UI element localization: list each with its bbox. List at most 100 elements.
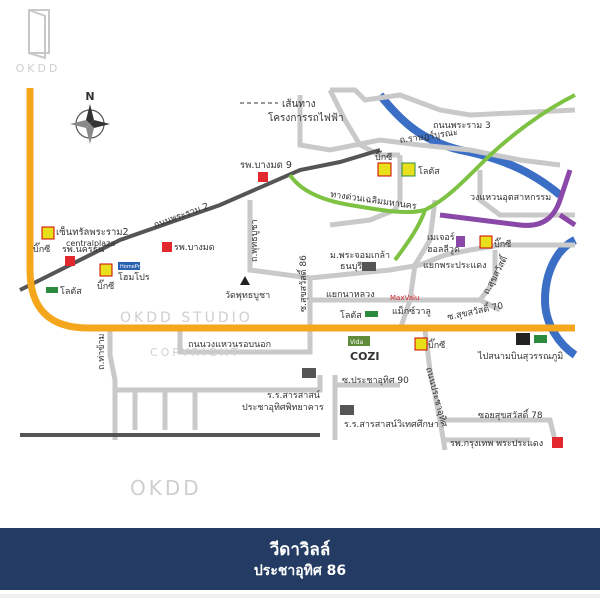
bigc-bottom-icon xyxy=(414,337,428,351)
road-lower-horizontal xyxy=(115,375,323,393)
okdd-logo-door-icon xyxy=(28,9,50,54)
road-connector-b xyxy=(327,88,400,158)
place-central-logo: centralplaza xyxy=(66,239,115,248)
watermark-sub: COPYRIGHT xyxy=(150,346,241,359)
road-outer-ring-line xyxy=(477,170,575,218)
road-sukhumvit-line xyxy=(478,250,498,302)
compass-needle-e xyxy=(90,120,110,128)
place-homepro-logo: HomePro xyxy=(120,264,143,270)
road-label-sukhumvit78: ซอยสุขสวัสดิ์ 78 xyxy=(478,408,543,421)
bigc-mid-icon xyxy=(99,263,113,277)
airport-exit-icon xyxy=(534,335,547,343)
road-label-ring-inner: ถนนวงแหวนรอบนอก xyxy=(188,340,271,350)
okdd-logo-door-panel xyxy=(28,9,46,60)
road-mid-horizontal xyxy=(309,242,575,281)
legend-rail-line2: โครงการรถไฟฟ้า xyxy=(268,111,344,124)
airport-icon xyxy=(516,333,530,345)
road-main-orange xyxy=(26,88,575,332)
road-pracha-upper xyxy=(397,199,438,331)
place-bangkok-hosp: รพ.กรุงเทพ พระประแดง xyxy=(450,439,543,449)
okdd-logo-text: OKDD xyxy=(16,62,61,75)
road-label-puttabucha: ถ.พุทธบูชา xyxy=(250,219,260,262)
compass-needle-n xyxy=(86,104,94,124)
place-mega2: ฮอลลีวูด xyxy=(427,244,460,255)
road-label-tachang: ถ.ท่าข้าม xyxy=(96,333,107,370)
place-bigc-bottom: บิ๊กซี xyxy=(428,338,445,351)
hospital-bangkok-icon xyxy=(552,437,563,448)
school-sarasas2-icon xyxy=(340,405,354,415)
hospital-bangmod-icon xyxy=(162,242,172,252)
lotus-mid-icon xyxy=(365,311,378,317)
compass-needle-w xyxy=(70,120,90,128)
place-school1a: ร.ร.สารสาสน์ xyxy=(267,389,320,401)
place-maxvalu-logo: MaxValu xyxy=(390,294,419,302)
bigc-right-icon xyxy=(479,235,493,249)
road-outer-ring-purple xyxy=(439,169,573,228)
place-kmutt2: ธนบุรี xyxy=(340,261,362,272)
place-airport: ไปสนามบินสุวรรณภูมิ xyxy=(477,351,563,362)
major-cineplex-icon xyxy=(456,236,465,247)
place-kmutt1: ม.พระจอมเกล้า xyxy=(330,250,390,261)
project-vida-logo-icon xyxy=(348,336,370,346)
river-right xyxy=(540,236,578,359)
compass-icon: N xyxy=(70,90,110,144)
place-lotus-mid: โลตัส xyxy=(340,310,362,321)
place-mega1: เมเจอร์ xyxy=(427,231,455,243)
place-school1b: ประชาอุทิศพิทยาคาร xyxy=(242,402,324,413)
place-maxvalu: แม็กซ์วาลู xyxy=(392,304,431,317)
watermark-logo-bottom: OKDD xyxy=(130,476,202,500)
road-sukhumvit70-line xyxy=(310,297,502,313)
place-project-logo: COZI xyxy=(350,350,380,363)
road-label-rama3: ถนนพระราม 3 xyxy=(433,121,491,131)
okdd-logo: OKDD xyxy=(16,9,61,75)
place-wat: วัดพุทธบูชา xyxy=(225,291,270,301)
lotus-top-icon xyxy=(401,162,416,177)
road-puttabucha-line xyxy=(247,200,313,330)
school-kmutt-icon xyxy=(362,262,376,271)
watermark-text: OKDD STUDIO xyxy=(120,310,253,326)
road-label-pracha-uthit: ถนนประชาอุทิศ xyxy=(423,366,450,428)
bigc-left-icon xyxy=(41,226,55,240)
bigc-top-icon xyxy=(377,162,392,177)
road-ring-inner-line xyxy=(177,330,313,355)
road-tachang-line xyxy=(107,330,118,440)
road-label-rama2: ถนนพระราม 2 xyxy=(153,202,211,231)
compass-north-label: N xyxy=(85,90,94,103)
compass-needle-s xyxy=(86,124,94,144)
road-rama3-line xyxy=(330,87,576,118)
road-label-outer-ring: วงแหวนอุตสาหกรรม xyxy=(470,193,551,203)
place-bangmod: รพ.บางมด xyxy=(174,243,215,253)
homepro-logo-icon xyxy=(118,262,140,270)
project-subtitle: ประชาอุทิศ 86 xyxy=(253,563,347,579)
bottom-divider xyxy=(0,594,600,598)
lotus-left-icon xyxy=(46,287,58,293)
project-title: วีดาวิลล์ xyxy=(269,540,331,560)
place-bangmod9: รพ.บางมด 9 xyxy=(240,160,292,171)
road-rama2 xyxy=(19,148,381,292)
place-lotus-left: โลตัส xyxy=(60,286,82,297)
place-homepro: โฮมโปร xyxy=(118,272,150,283)
place-bigc-top: บิ๊กซี xyxy=(375,150,392,163)
road-label-sukhumvit86: ซ.สุขสวัสดิ์ 86 xyxy=(296,255,309,312)
place-lotus-top: โลตัส xyxy=(418,166,440,177)
place-project-logo-top: Vida xyxy=(350,339,363,346)
road-expressway-green xyxy=(288,93,576,215)
place-bigc-left: บิ๊กซี xyxy=(33,242,50,255)
road-ratburana-line xyxy=(297,95,561,168)
place-school2: ร.ร.สารสาสน์วิเทศศึกษา xyxy=(344,418,439,430)
road-label-pracha90: ซ.ประชาอุทิศ 90 xyxy=(342,375,409,386)
road-expressway-green-branch xyxy=(393,209,427,262)
footer-banner xyxy=(0,528,600,590)
place-bigc-mid: บิ๊กซี xyxy=(97,279,114,292)
road-outer-ring-purple-spur xyxy=(558,212,577,228)
temple-icon xyxy=(240,276,250,285)
road-label-yaek-prasaeng: แยกพระประแดง xyxy=(423,261,487,271)
road-label-yaek-nahlong: แยกนาหลวง xyxy=(326,290,375,300)
road-sukhumvit78-line xyxy=(440,417,558,441)
hospital-bangmod9-icon xyxy=(258,172,268,182)
place-central: เซ็นทรัลพระราม2 xyxy=(56,225,129,238)
school-sarasas1-icon xyxy=(302,368,316,378)
hospital-nakorn-icon xyxy=(65,256,75,266)
place-nakorn: รพ.นครธน xyxy=(62,245,104,255)
